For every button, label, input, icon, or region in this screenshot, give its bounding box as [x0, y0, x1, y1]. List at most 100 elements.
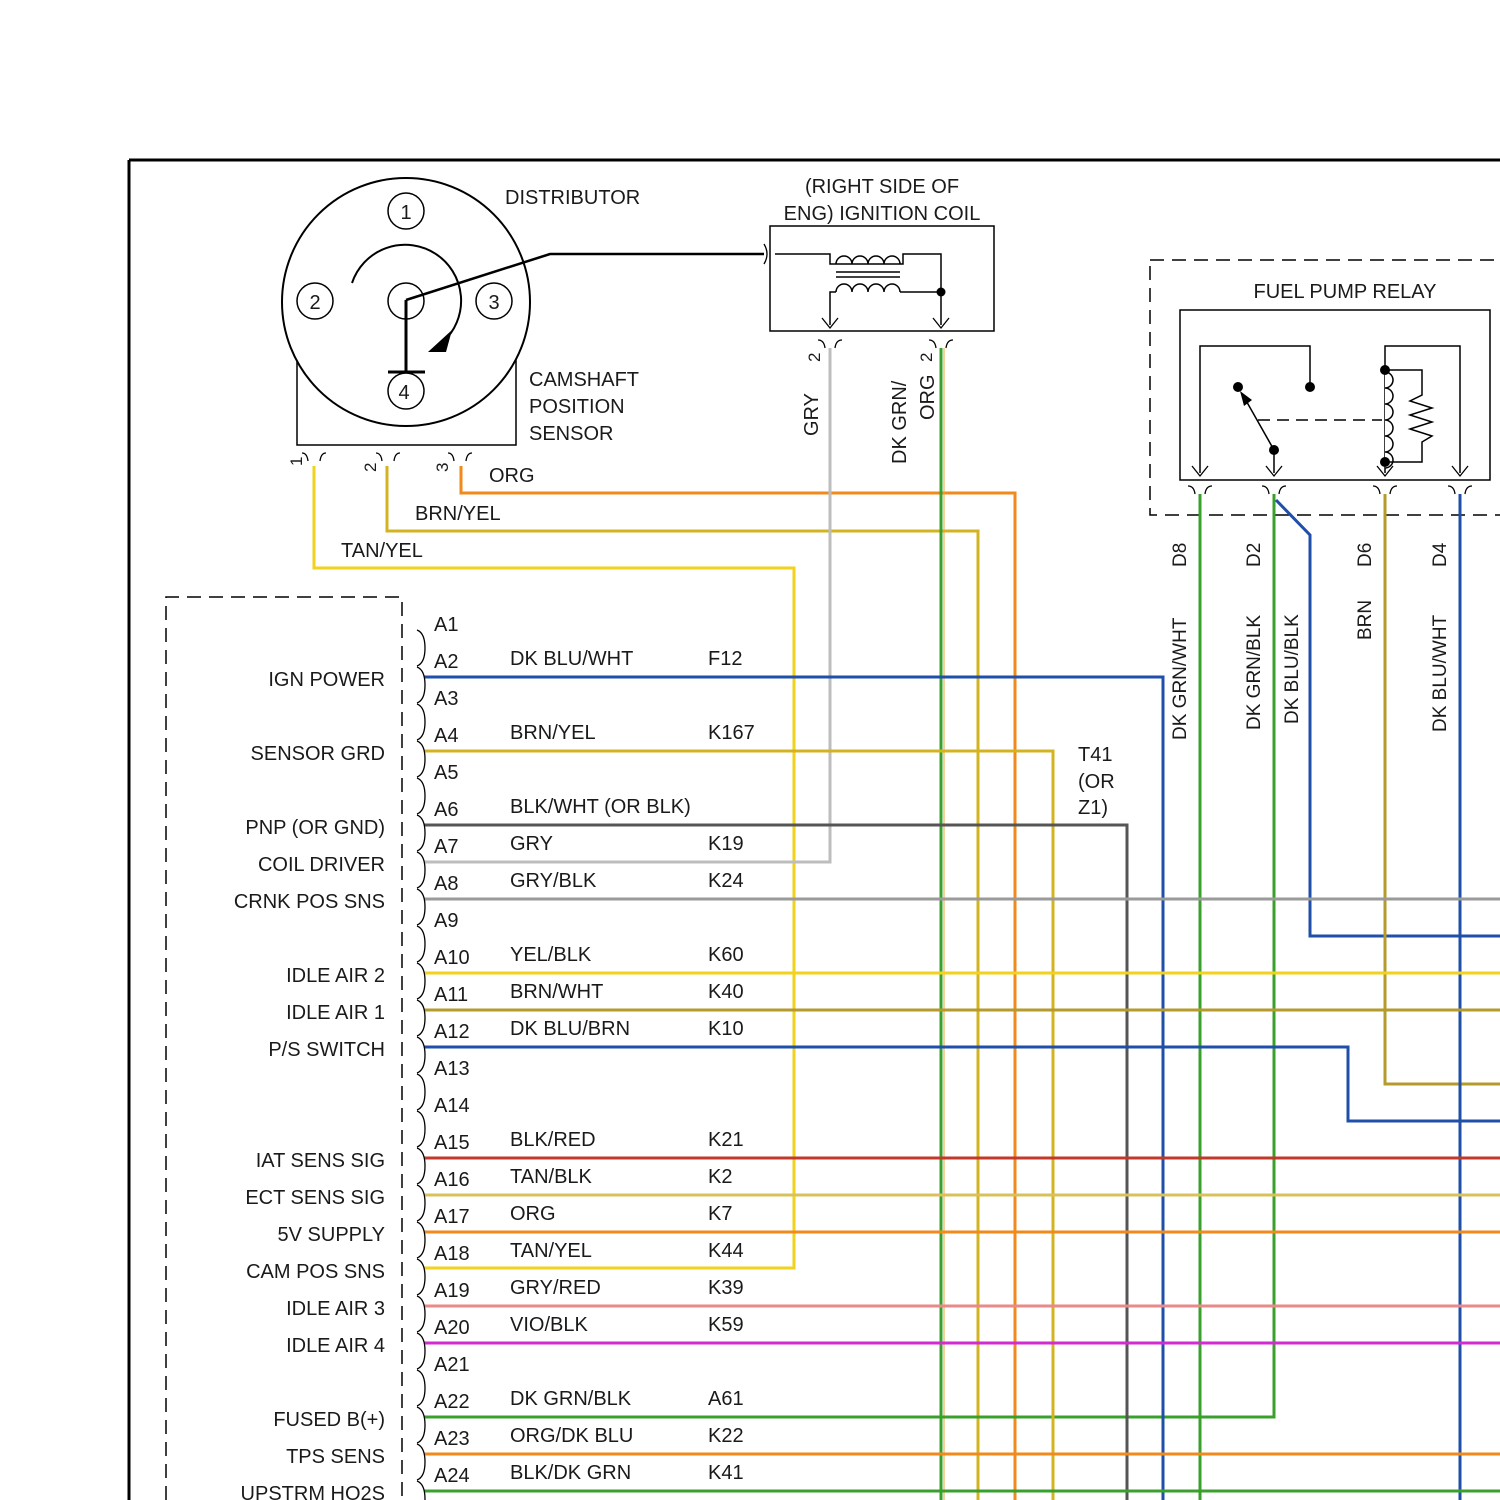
pcm-a14-pin-label: A14	[434, 1095, 470, 1117]
pcm-a8-pin-label: A8	[434, 873, 458, 895]
pcm-a9-pin-label: A9	[434, 910, 458, 932]
terminal-label-2: 2	[309, 292, 320, 314]
relay-pin-d2-connector-icon	[1262, 486, 1286, 494]
pcm-a17-circuit-label: K7	[708, 1203, 732, 1225]
pcm-a21-connector-icon	[417, 1370, 425, 1406]
pcm-a20-wire-label: VIO/BLK	[510, 1314, 588, 1336]
pcm-a6-function-label: PNP (OR GND)	[245, 817, 385, 839]
terminal-label-1: 1	[400, 202, 411, 224]
terminal-label-4: 4	[398, 382, 409, 404]
pcm-a19-circuit-label: K39	[708, 1277, 744, 1299]
wire-brn-relay	[1385, 494, 1500, 1084]
pcm-a18-function-label: CAM POS SNS	[246, 1261, 385, 1283]
pcm-a21-pin-label: A21	[434, 1354, 470, 1376]
pcm-a8-function-label: CRNK POS SNS	[234, 891, 385, 913]
relay-contact-dot	[1305, 382, 1315, 392]
pcm-a4-wire-label: BRN/YEL	[510, 722, 596, 744]
pcm-a23-function-label: TPS SENS	[286, 1446, 385, 1468]
pcm-a12-pin-label: A12	[434, 1021, 470, 1043]
pcm-a10-circuit-label: K60	[708, 944, 744, 966]
pcm-a18-wire-label: TAN/YEL	[510, 1240, 592, 1262]
pcm-a23-pin-label: A23	[434, 1428, 470, 1450]
pcm-a5-pin-label: A5	[434, 762, 458, 784]
wire-a12-dk-blu-brn	[424, 1047, 1500, 1121]
connector-note-line-1: T41	[1078, 744, 1112, 766]
relay-pin-label-d2: D2	[1244, 543, 1265, 567]
fuel-pump-relay: FUEL PUMP RELAY	[1150, 260, 1500, 515]
ignition-coil-label-line-2: ENG) IGNITION COIL	[784, 203, 981, 225]
relay-coil-dot-top	[1380, 365, 1390, 375]
pcm-a4-function-label: SENSOR GRD	[251, 743, 385, 765]
pcm-a7-wire-label: GRY	[510, 833, 553, 855]
wire-brn-yel-cam-sensor	[387, 466, 978, 1500]
pcm-a18-circuit-label: K44	[708, 1240, 744, 1262]
pcm-a16-function-label: ECT SENS SIG	[245, 1187, 385, 1209]
sensor-pin-2-label: 2	[361, 463, 380, 472]
pcm-a3-connector-icon	[417, 704, 425, 740]
pcm-a4-circuit-label: K167	[708, 722, 755, 744]
coil-pin-a-label: 2	[805, 353, 824, 362]
camshaft-label-line-1: CAMSHAFT	[529, 369, 639, 391]
pcm-a17-pin-label: A17	[434, 1206, 470, 1228]
pcm-a4-pin-label: A4	[434, 725, 458, 747]
pcm-a12-connector-icon	[417, 1037, 425, 1073]
pcm-a19-connector-icon	[417, 1296, 425, 1332]
sensor-pin-3-connector-icon	[448, 453, 472, 461]
coil-junction-dot	[937, 288, 946, 297]
distributor: 1 2 3 4 DISTRIBUTOR CAMSHAFT POSITION SE…	[282, 178, 764, 472]
sensor-pin-1-label: 1	[287, 457, 306, 466]
camshaft-label-line-2: POSITION	[529, 396, 625, 418]
relay-pin-label-d6: D6	[1355, 543, 1376, 567]
label-gry: GRY	[801, 393, 823, 436]
pcm-a11-wire-label: BRN/WHT	[510, 981, 603, 1003]
pcm-a23-wire-label: ORG/DK BLU	[510, 1425, 633, 1447]
relay-coil-dot-bottom	[1380, 457, 1390, 467]
pcm-a6-connector-icon	[417, 815, 425, 851]
connector-note-line-3: Z1)	[1078, 797, 1108, 819]
pcm-a11-pin-label: A11	[434, 984, 468, 1006]
pcm-a17-function-label: 5V SUPPLY	[278, 1224, 385, 1246]
pcm-a11-function-label: IDLE AIR 1	[286, 1002, 385, 1024]
pcm-a3-pin-label: A3	[434, 688, 458, 710]
coil-pin-a-connector-icon	[818, 340, 842, 348]
relay-label: FUEL PUMP RELAY	[1253, 281, 1436, 303]
pcm-a16-wire-label: TAN/BLK	[510, 1166, 593, 1188]
pcm-a24-pin-label: A24	[434, 1465, 470, 1487]
pcm-a1-connector-icon	[417, 630, 425, 666]
relay-wire-label-d4: DK BLU/WHT	[1430, 614, 1451, 732]
pcm-a7-pin-label: A7	[434, 836, 458, 858]
pcm-a11-circuit-label: K40	[708, 981, 744, 1003]
pcm-a22-connector-icon	[417, 1407, 425, 1443]
label-dk-grn-org-line-1: DK GRN/	[889, 380, 911, 464]
ignition-coil-box	[770, 226, 994, 331]
pcm-a20-circuit-label: K59	[708, 1314, 744, 1336]
pcm-a14-connector-icon	[417, 1111, 425, 1147]
pcm-a7-function-label: COIL DRIVER	[258, 854, 385, 876]
pcm-a22-pin-label: A22	[434, 1391, 470, 1413]
relay-wire-label-d8: DK GRN/WHT	[1170, 617, 1191, 740]
pcm-a6-pin-label: A6	[434, 799, 458, 821]
pcm-a7-connector-icon	[417, 852, 425, 888]
pcm-a24-connector-icon	[417, 1481, 425, 1500]
pcm-a10-wire-label: YEL/BLK	[510, 944, 592, 966]
sensor-pin-3-label: 3	[433, 463, 452, 472]
pcm-a15-function-label: IAT SENS SIG	[256, 1150, 385, 1172]
sensor-pin-2-connector-icon	[376, 453, 400, 461]
pcm-a24-wire-label: BLK/DK GRN	[510, 1462, 631, 1484]
pcm-a16-connector-icon	[417, 1185, 425, 1221]
label-dk-grn-org-line-2: ORG	[917, 374, 939, 420]
pcm-a10-pin-label: A10	[434, 947, 470, 969]
ignition-coil: (RIGHT SIDE OF ENG) IGNITION COIL 2 2	[764, 176, 994, 362]
pcm-a24-function-label: UPSTRM HO2S	[241, 1483, 385, 1500]
coil-pin-b-label: 2	[917, 353, 936, 362]
relay-wire-label-blu-blk: DK BLU/BLK	[1282, 614, 1303, 724]
pcm-a23-connector-icon	[417, 1444, 425, 1480]
pcm-a15-pin-label: A15	[434, 1132, 470, 1154]
pcm-a1-pin-label: A1	[434, 614, 458, 636]
relay-pin-d8-connector-icon	[1188, 486, 1212, 494]
pcm-a16-circuit-label: K2	[708, 1166, 732, 1188]
relay-pivot-dot	[1233, 382, 1243, 392]
pcm-a4-connector-icon	[417, 741, 425, 777]
